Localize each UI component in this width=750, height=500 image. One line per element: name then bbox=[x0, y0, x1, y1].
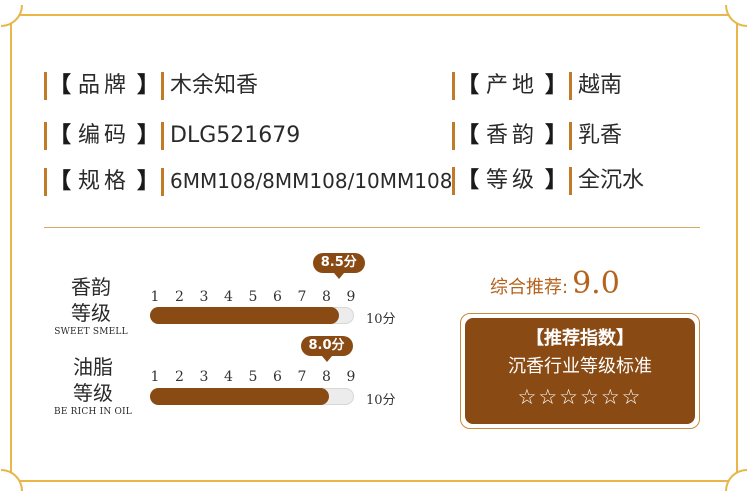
recommend-box-inner: 【推荐指数】 沉香行业等级标准 ☆☆☆☆☆☆ bbox=[465, 318, 695, 424]
tick-label: 3 bbox=[199, 289, 209, 305]
bracket-open: 【 bbox=[452, 72, 479, 100]
spec-key: 编码 bbox=[78, 123, 131, 148]
score-track bbox=[150, 307, 354, 324]
bracket-close: 】 bbox=[545, 122, 573, 150]
score-bubble: 8.0分 bbox=[300, 336, 353, 362]
overall-value: 9.0 bbox=[572, 266, 620, 301]
rating-label-en: SWEET SMELL bbox=[54, 327, 128, 337]
tick-label: 8 bbox=[322, 369, 331, 385]
spec-key: 产地 bbox=[486, 73, 539, 98]
spec-value: DLG521679 bbox=[170, 123, 301, 148]
frame-corner bbox=[725, 469, 747, 491]
spec-value: 越南 bbox=[578, 73, 623, 98]
tick-label: 6 bbox=[273, 289, 282, 305]
bracket-open: 【 bbox=[452, 167, 479, 195]
score-track bbox=[150, 388, 354, 405]
tick-label: 9 bbox=[346, 369, 356, 385]
rating-label-en: BE RICH IN OIL bbox=[54, 407, 132, 417]
recommend-subtitle: 沉香行业等级标准 bbox=[508, 356, 652, 377]
recommend-stars: ☆☆☆☆☆☆ bbox=[517, 385, 643, 409]
tick-label: 8 bbox=[322, 289, 331, 305]
card-frame bbox=[1, 5, 747, 491]
bracket-open: 【 bbox=[44, 168, 71, 196]
bracket-open: 【 bbox=[44, 72, 71, 100]
rating-label-line2: 等级 bbox=[73, 381, 113, 405]
recommend-box: 【推荐指数】 沉香行业等级标准 ☆☆☆☆☆☆ bbox=[460, 313, 700, 429]
spec-key: 香韵 bbox=[486, 123, 539, 148]
tick-label: 2 bbox=[175, 369, 184, 385]
overall-recommendation: 综合推荐:9.0 bbox=[490, 266, 620, 301]
tick-label: 7 bbox=[297, 369, 307, 385]
bracket-close: 】 bbox=[137, 72, 165, 100]
bracket-open: 【 bbox=[44, 122, 71, 150]
spec-code: 【编码】DLG521679 bbox=[44, 122, 300, 150]
rating-label-aroma: 香韵 等级 SWEET SMELL bbox=[48, 274, 134, 338]
rating-label-line1: 香韵 bbox=[71, 275, 111, 299]
tick-label: 4 bbox=[224, 369, 233, 385]
tick-label: 4 bbox=[224, 289, 233, 305]
tick-label: 2 bbox=[175, 289, 184, 305]
spec-aroma: 【香韵】乳香 bbox=[452, 122, 622, 150]
tick-label: 1 bbox=[150, 369, 160, 385]
frame-corner bbox=[1, 469, 23, 491]
spec-value: 木余知香 bbox=[170, 73, 259, 98]
tick-label: 5 bbox=[248, 289, 258, 305]
score-max: 10分 bbox=[366, 393, 396, 408]
frame-corner bbox=[725, 5, 747, 27]
score-max: 10分 bbox=[366, 312, 396, 327]
spec-value: 6MM108/8MM108/10MM108 bbox=[170, 169, 453, 193]
spec-key: 等级 bbox=[486, 168, 539, 193]
rating-label-oil: 油脂 等级 BE RICH IN OIL bbox=[48, 354, 138, 418]
recommend-title: 【推荐指数】 bbox=[526, 328, 634, 349]
spec-size: 【规格】6MM108/8MM108/10MM108 bbox=[44, 167, 452, 196]
spec-key: 规格 bbox=[78, 169, 131, 194]
spec-brand: 【品牌】木余知香 bbox=[44, 72, 258, 100]
tick-label: 7 bbox=[297, 289, 307, 305]
spec-origin: 【产地】越南 bbox=[452, 72, 622, 100]
tick-label: 3 bbox=[199, 369, 209, 385]
bracket-open: 【 bbox=[452, 122, 479, 150]
spec-value: 全沉水 bbox=[578, 168, 645, 193]
bracket-close: 】 bbox=[545, 72, 573, 100]
tick-label: 6 bbox=[273, 369, 282, 385]
score-fill bbox=[150, 388, 330, 405]
bracket-close: 】 bbox=[545, 167, 573, 195]
overall-label: 综合推荐: bbox=[490, 277, 569, 298]
tick-label: 9 bbox=[346, 289, 356, 305]
tick-label: 5 bbox=[248, 369, 258, 385]
bracket-close: 】 bbox=[137, 168, 165, 196]
section-divider bbox=[44, 227, 700, 228]
frame-corner bbox=[1, 5, 23, 27]
rating-label-line1: 油脂 bbox=[73, 355, 113, 379]
tick-label: 1 bbox=[150, 289, 160, 305]
rating-label-line2: 等级 bbox=[71, 301, 111, 325]
bracket-close: 】 bbox=[137, 122, 165, 150]
score-fill bbox=[150, 307, 340, 324]
score-bubble: 8.5分 bbox=[312, 253, 365, 279]
spec-grade: 【等级】全沉水 bbox=[452, 167, 644, 195]
spec-key: 品牌 bbox=[78, 73, 131, 98]
spec-value: 乳香 bbox=[578, 123, 623, 148]
